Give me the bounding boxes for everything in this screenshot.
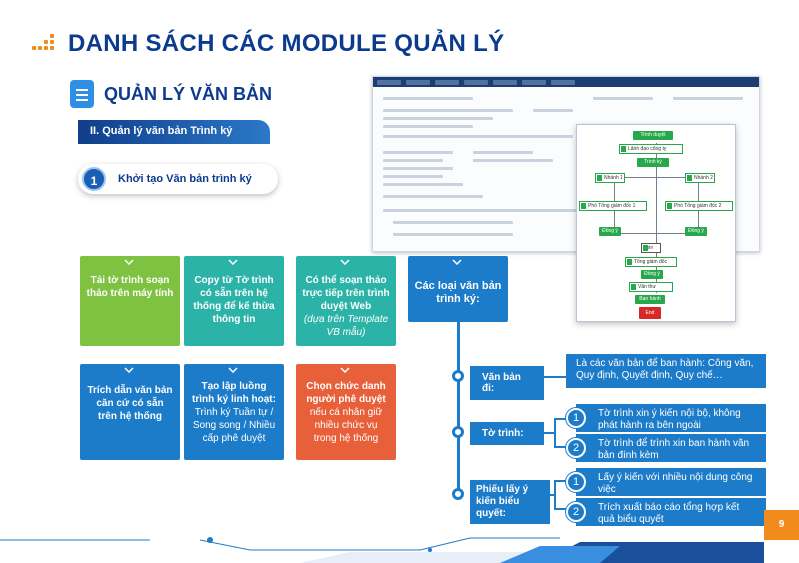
wf-clerk: Văn thư bbox=[629, 282, 673, 292]
feature-card-text: Trích dẫn văn bản căn cứ có sẵn trên hệ … bbox=[87, 385, 173, 422]
document-types-card: Các loại văn bản trình ký: bbox=[408, 256, 508, 322]
connector bbox=[550, 494, 556, 496]
workflow-diagram: Trình duyệt Lãnh đạo công ty Trình ký Nh… bbox=[576, 124, 736, 322]
step-label: Khởi tạo Văn bản trình ký bbox=[118, 173, 252, 185]
step-number: 1 bbox=[82, 167, 106, 191]
connector bbox=[554, 508, 568, 510]
feature-card-text: Tạo lập luồng trình ký linh hoạt: bbox=[192, 381, 276, 405]
feature-card-note: (dựa trên Template VB mẫu) bbox=[303, 314, 389, 338]
wf-deputy2: Phó Tổng giám đốc 2 bbox=[665, 201, 733, 211]
type-desc: Trích xuất báo cáo tổng hợp kết quả biểu… bbox=[576, 498, 766, 526]
feature-card-approver: Chọn chức danh người phê duyệt nếu cá nh… bbox=[296, 364, 396, 460]
item-number: 1 bbox=[566, 408, 586, 428]
feature-card-upload: Tải tờ trình soạn thảo trên máy tính bbox=[80, 256, 180, 346]
chevron-down-icon bbox=[124, 259, 134, 265]
feature-card-copy: Copy từ Tờ trình có sẵn trên hệ thống để… bbox=[184, 256, 284, 346]
connector bbox=[554, 418, 556, 448]
subsection-title: II. Quản lý văn bản Trình ký bbox=[78, 120, 270, 144]
document-icon bbox=[70, 80, 94, 108]
feature-card-text: Chọn chức danh người phê duyệt bbox=[306, 381, 386, 405]
wf-branch1: Nhánh 1 bbox=[595, 173, 625, 183]
document-types-title: Các loại văn bản trình ký: bbox=[414, 280, 502, 305]
timeline-dot bbox=[452, 370, 464, 382]
section-title: QUẢN LÝ VĂN BẢN bbox=[104, 83, 273, 104]
page-title: DANH SÁCH CÁC MODULE QUẢN LÝ bbox=[68, 30, 505, 57]
chevron-down-icon bbox=[452, 259, 462, 265]
connector bbox=[544, 376, 566, 378]
feature-card-text: Copy từ Tờ trình có sẵn trên hệ thống để… bbox=[193, 275, 275, 325]
timeline-arrow bbox=[448, 312, 468, 322]
connector bbox=[554, 446, 568, 448]
feature-card-cite: Trích dẫn văn bản căn cứ có sẵn trên hệ … bbox=[80, 364, 180, 460]
item-number: 1 bbox=[566, 472, 586, 492]
type-tag-outgoing: Văn bản đi: bbox=[470, 366, 544, 400]
connector bbox=[554, 480, 568, 482]
footer-decoration bbox=[0, 537, 764, 563]
dots-icon bbox=[32, 34, 60, 54]
chevron-down-icon bbox=[228, 259, 238, 265]
feature-card-web-editor: Có thể soạn thảo trực tiếp trên trình du… bbox=[296, 256, 396, 346]
type-desc: Là các văn bản để ban hành: Công văn, Qu… bbox=[566, 354, 766, 388]
wf-start: Trình duyệt bbox=[633, 131, 673, 140]
type-desc: Lấy ý kiến với nhiều nội dung công việc bbox=[576, 468, 766, 496]
item-number: 2 bbox=[566, 502, 586, 522]
wf-join: Join bbox=[641, 243, 661, 253]
wf-end: End bbox=[639, 307, 661, 319]
connector bbox=[544, 432, 554, 434]
connector bbox=[554, 480, 556, 510]
feature-card-text: Có thể soạn thảo trực tiếp trên trình du… bbox=[302, 275, 390, 312]
wf-approve: Trình ký bbox=[637, 158, 669, 167]
page-number: 9 bbox=[764, 510, 799, 540]
feature-card-text: Tải tờ trình soạn thảo trên máy tính bbox=[86, 275, 174, 299]
wf-deputy1: Phó Tổng giám đốc 1 bbox=[579, 201, 647, 211]
feature-card-note: Trình ký Tuần tự / Song song / Nhiều cấp… bbox=[192, 407, 276, 444]
type-tag-proposal: Tờ trình: bbox=[470, 422, 544, 445]
wf-leader: Lãnh đạo công ty bbox=[619, 144, 683, 154]
wf-branch2: Nhánh 2 bbox=[685, 173, 715, 183]
timeline-dot bbox=[452, 426, 464, 438]
type-desc: Tờ trình để trình xin ban hành văn bản đ… bbox=[576, 434, 766, 462]
timeline-line bbox=[457, 320, 460, 496]
wf-agree-3: Đồng ý bbox=[641, 270, 663, 279]
chevron-down-icon bbox=[124, 367, 134, 373]
page-header: DANH SÁCH CÁC MODULE QUẢN LÝ bbox=[32, 30, 504, 58]
section-header: QUẢN LÝ VĂN BẢN bbox=[70, 80, 272, 108]
wf-agree-1: Đồng ý bbox=[599, 227, 621, 236]
feature-card-flow: Tạo lập luồng trình ký linh hoạt: Trình … bbox=[184, 364, 284, 460]
wf-issue: Ban hành bbox=[635, 295, 665, 304]
type-desc: Tờ trình xin ý kiến nội bộ, không phát h… bbox=[576, 404, 766, 432]
timeline-dot bbox=[452, 488, 464, 500]
chevron-down-icon bbox=[340, 259, 350, 265]
wf-agree-2: Đồng ý bbox=[685, 227, 707, 236]
type-tag-poll: Phiếu lấy ý kiến biểu quyết: bbox=[470, 480, 550, 524]
chevron-down-icon bbox=[228, 367, 238, 373]
feature-card-note: nếu cá nhân giữ nhiều chức vụ trong hệ t… bbox=[309, 407, 383, 444]
chevron-down-icon bbox=[340, 367, 350, 373]
wf-ceo: Tổng giám đốc bbox=[625, 257, 677, 267]
step-badge: 1 Khởi tạo Văn bản trình ký bbox=[78, 164, 278, 194]
item-number: 2 bbox=[566, 438, 586, 458]
connector bbox=[554, 418, 568, 420]
